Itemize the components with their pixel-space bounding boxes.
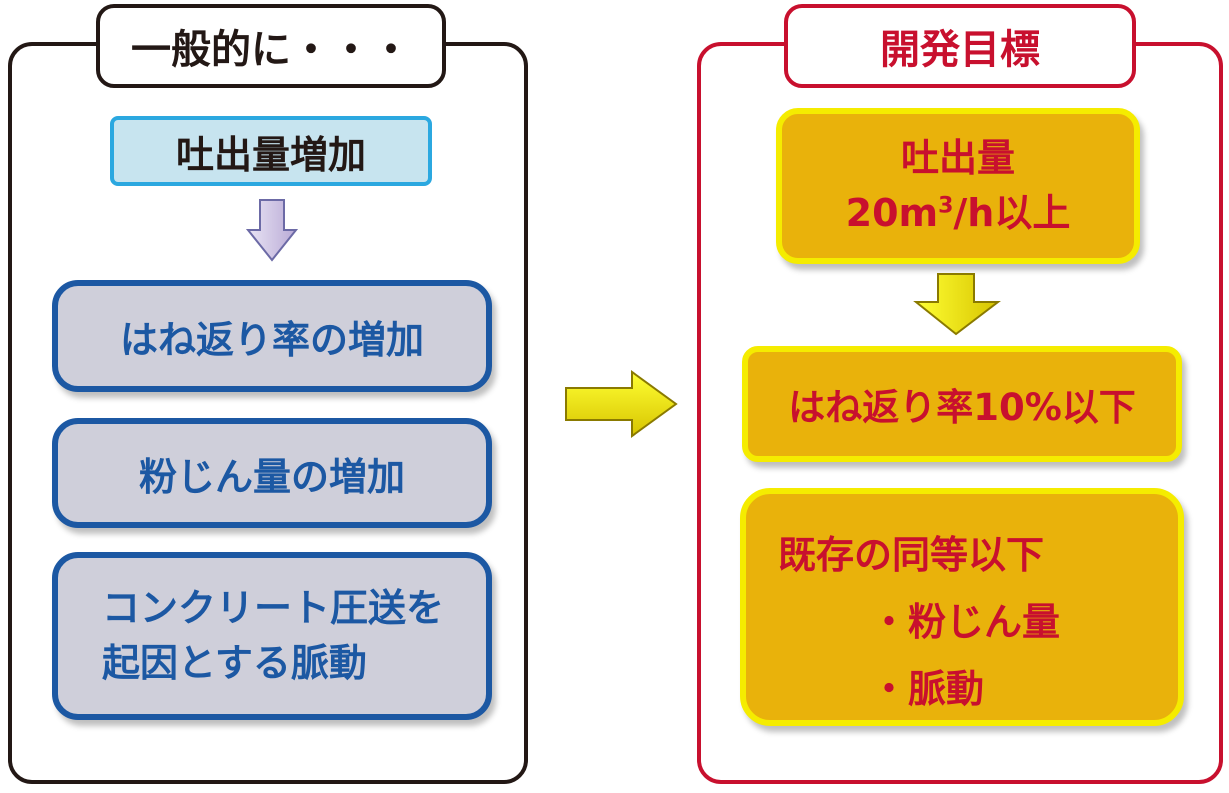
target-dust-item: ・粉じん量 [870, 600, 1061, 644]
target-output-label: 吐出量 [900, 135, 1015, 180]
rebound-rate-increase-box: はね返り率の増加 [52, 280, 492, 392]
target-equal-heading: 既存の同等以下 [778, 533, 1045, 577]
pulsation-line-2: 起因とする脈動 [102, 641, 367, 685]
right-arrow-icon [565, 370, 678, 438]
down-arrow-right-icon [913, 273, 1001, 336]
dust-increase-box: 粉じん量の増加 [52, 418, 492, 528]
target-pulsation-item: ・脈動 [870, 667, 985, 711]
down-arrow-left-icon [245, 199, 299, 262]
target-output-value: 20m3/h以上 [845, 191, 1071, 235]
general-panel-title: 一般的に・・・ [96, 4, 446, 88]
development-goal-title: 開発目標 [784, 4, 1136, 88]
pulsation-box: コンクリート圧送を 起因とする脈動 [52, 552, 492, 720]
target-output-box: 吐出量 20m3/h以上 [776, 108, 1140, 264]
pulsation-line-1: コンクリート圧送を [102, 585, 445, 630]
output-increase-box: 吐出量増加 [110, 116, 432, 186]
target-equal-box: 既存の同等以下 ・粉じん量 ・脈動 [740, 488, 1184, 726]
target-rebound-box: はね返り率10%以下 [742, 346, 1182, 462]
